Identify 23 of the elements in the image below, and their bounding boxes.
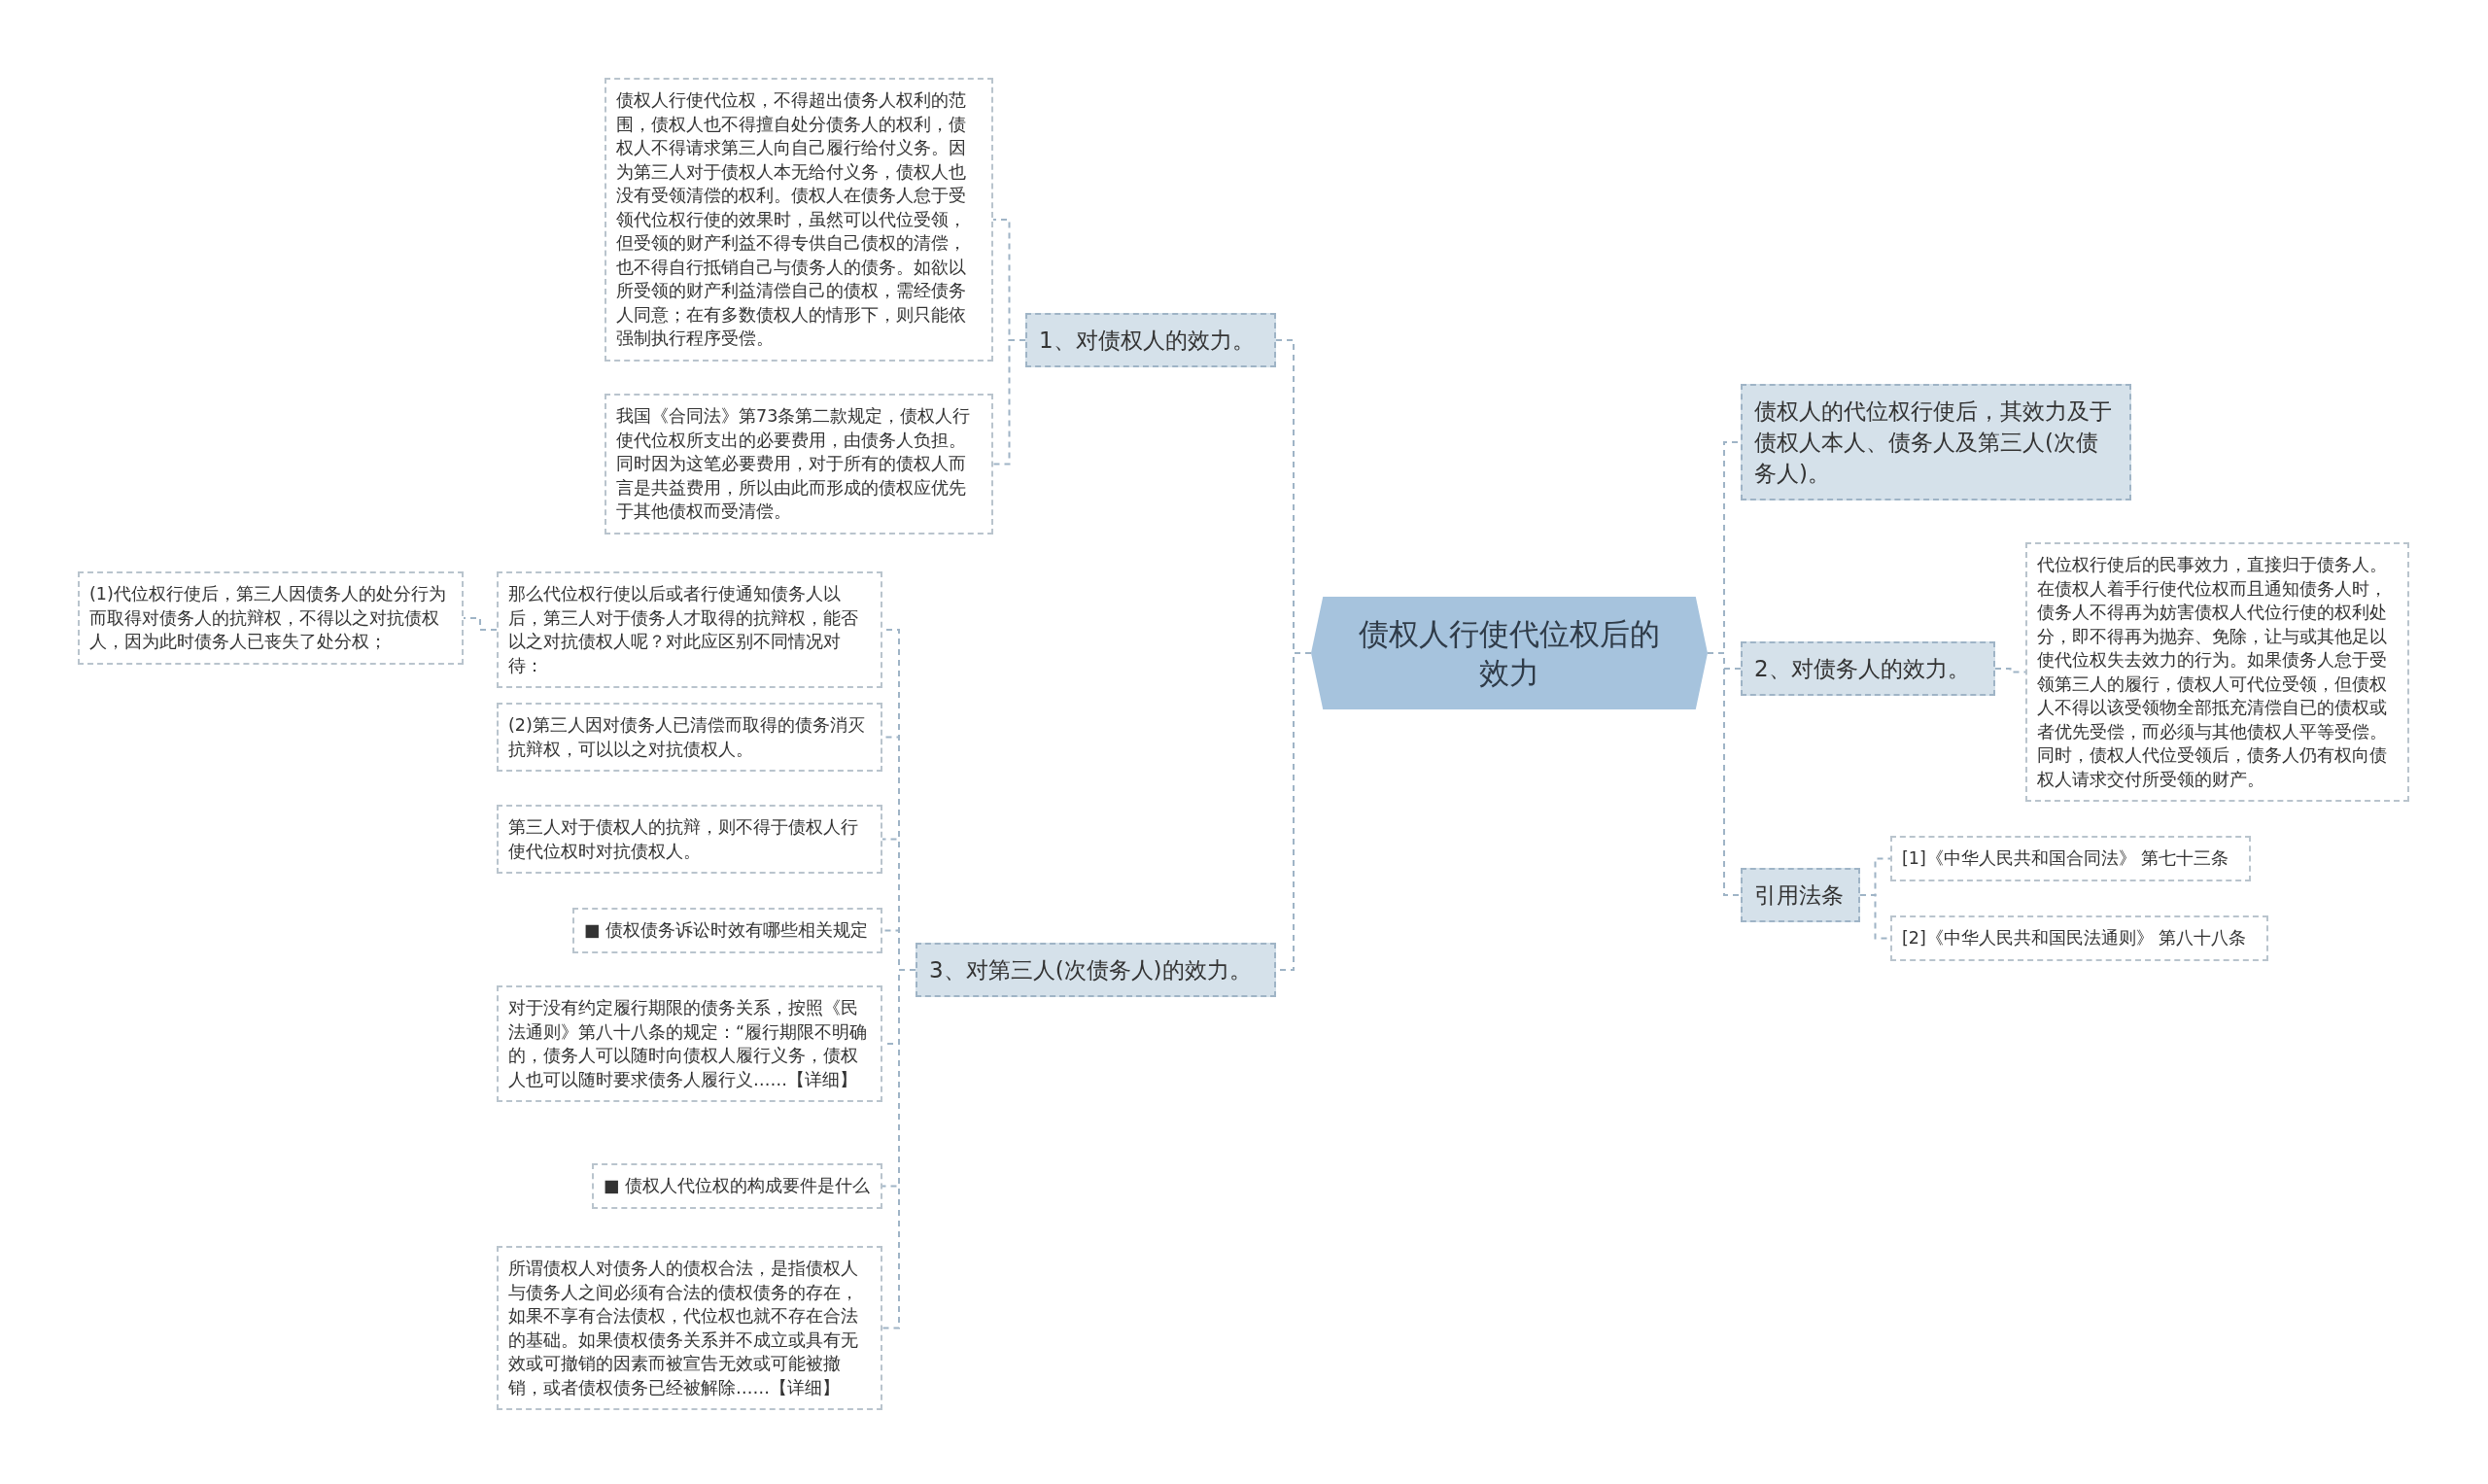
note-node: 第三人对于债权人的抗辩，则不得于债权人行使代位权时对抗债权人。 <box>497 805 882 874</box>
note-node: 债权人行使代位权，不得超出债务人权利的范围，债权人也不得擅自处分债务人的权利，债权人不得请求第三人向自己履行给付义务。因为第三人对于债权人本无给付义务，债权人也没有受领清偿的权利。债权人在债务人怠于受领代位权行使的效果时，虽然可以代位受领，但受领的财产利益不得专供自己债权的清偿，也不得自行抵销自己与债务人的债务。如欲以所受领的财产利益清偿自己的债权，需经债务人同意；在有多数债权人的情形下，则只能依强制执行程序受偿。 <box>605 78 993 362</box>
connector-line <box>463 617 498 631</box>
topic-node: 1、对债权人的效力。 <box>1025 313 1276 367</box>
note-node: ■ 债权债务诉讼时效有哪些相关规定 <box>572 908 882 953</box>
connector-line <box>1707 652 1742 896</box>
topic-node: 2、对债务人的效力。 <box>1741 641 1995 696</box>
connector-line <box>992 339 1026 466</box>
note-node: 所谓债权人对债务人的债权合法，是指债权人与债务人之间必须有合法的债权债务的存在，如果不享有合法债权，代位权也就不存在合法的基础。如果债权债务关系并不成立或具有无效或可撤销的因素而被宣告无效或可能被撤销，或者债权债务已经被解除……【详细】 <box>497 1246 882 1410</box>
note-node: (1)代位权行使后，第三人因债务人的处分行为而取得对债务人的抗辩权，不得以之对抗债权人，因为此时债务人已丧失了处分权； <box>78 571 464 665</box>
note-node: 对于没有约定履行期限的债务关系，按照《民法通则》第八十八条的规定：“履行期限不明确的，债务人可以随时向债权人履行义务，债权人也可以随时要求债务人履行义……【详细】 <box>497 985 882 1102</box>
note-node: 我国《合同法》第73条第二款规定，债权人行使代位权所支出的必要费用，由债务人负担。同时因为这笔必要费用，对于所有的债权人而言是共益费用，所以由此而形成的债权应优先于其他债权而受清偿。 <box>605 394 993 535</box>
topic-node: 3、对第三人(次债务人)的效力。 <box>916 943 1276 997</box>
note-node: 代位权行使后的民事效力，直接归于债务人。在债权人着手行使代位权而且通知债务人时，债务人不得再为妨害债权人代位行使的权利处分，即不得再为抛弃、免除，让与或其他足以使代位权失去效力的行为。如果债务人怠于受领第三人的履行，债权人可代位受领，但债权人不得以该受领物全部抵充清偿自已的债权或者优先受偿，而必须与其他债权人平等受偿。同时，债权人代位受领后，债务人仍有权向债权人请求交付所受领的财产。 <box>2025 542 2409 802</box>
note-node: 那么代位权行使以后或者行使通知债务人以后，第三人对于债务人才取得的抗辩权，能否以之对抗债权人呢？对此应区别不同情况对待： <box>497 571 882 688</box>
note-node: [2]《中华人民共和国民法通则》 第八十八条 <box>1890 915 2268 961</box>
topic-node: 债权人的代位权行使后，其效力及于债权人本人、债务人及第三人(次债务人)。 <box>1741 384 2131 500</box>
central-topic: 债权人行使代位权后的效力 <box>1311 597 1708 709</box>
note-node: (2)第三人因对债务人已清偿而取得的债务消灭抗辩权，可以以之对抗债权人。 <box>497 703 882 772</box>
topic-node: 引用法条 <box>1741 868 1860 922</box>
note-node: [1]《中华人民共和国合同法》 第七十三条 <box>1890 836 2251 881</box>
note-node: ■ 债权人代位权的构成要件是什么 <box>592 1163 882 1209</box>
connector-line <box>1994 668 2026 673</box>
